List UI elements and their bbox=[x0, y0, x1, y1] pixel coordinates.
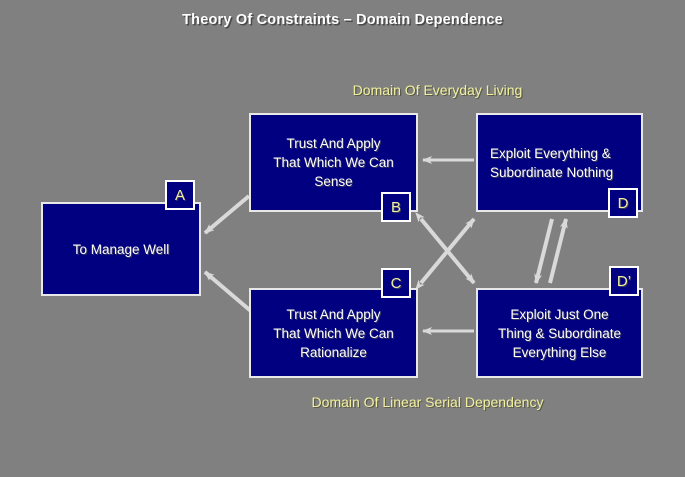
node-c-text: Trust And Apply That Which We Can Ration… bbox=[251, 305, 416, 362]
node-d-line2: Subordinate Nothing bbox=[490, 164, 614, 180]
domain-label-bottom: Domain Of Linear Serial Dependency bbox=[311, 394, 544, 410]
badge-b[interactable]: B bbox=[381, 192, 411, 222]
node-d-line1: Exploit Everything & bbox=[490, 145, 611, 161]
arrow-d-down-to-dprime bbox=[534, 218, 554, 284]
node-c-line3: Rationalize bbox=[300, 344, 367, 360]
node-dprime-line3: Everything Else bbox=[512, 344, 607, 360]
node-b-text: Trust And Apply That Which We Can Sense bbox=[251, 134, 416, 191]
domain-label-top: Domain Of Everyday Living bbox=[352, 82, 523, 98]
arrow-dprime-up-to-d bbox=[548, 218, 568, 284]
arrow-b-to-dprime bbox=[415, 212, 476, 285]
node-b-line3: Sense bbox=[314, 174, 353, 189]
node-c-line1: Trust And Apply bbox=[286, 306, 381, 322]
arrow-c-to-d bbox=[415, 217, 476, 290]
node-exploit-just-one-thing[interactable]: Exploit Just One Thing & Subordinate Eve… bbox=[476, 288, 643, 378]
node-a-line1: To Manage Well bbox=[72, 241, 170, 257]
badge-d-prime[interactable]: D’ bbox=[609, 266, 639, 296]
node-dprime-line1: Exploit Just One bbox=[510, 306, 609, 322]
badge-c[interactable]: C bbox=[381, 268, 411, 298]
node-b-line1: Trust And Apply bbox=[286, 136, 381, 151]
arrow-b-to-a bbox=[203, 194, 251, 235]
node-to-manage-well[interactable]: To Manage Well bbox=[41, 202, 201, 296]
node-dprime-text: Exploit Just One Thing & Subordinate Eve… bbox=[478, 305, 641, 362]
node-a-text: To Manage Well bbox=[43, 240, 199, 259]
badge-a[interactable]: A bbox=[165, 180, 195, 210]
arrow-c-to-a bbox=[203, 270, 254, 314]
page-title: Theory Of Constraints – Domain Dependenc… bbox=[182, 12, 503, 28]
node-dprime-line2: Thing & Subordinate bbox=[497, 325, 622, 341]
node-trust-and-apply-sense[interactable]: Trust And Apply That Which We Can Sense bbox=[249, 113, 418, 212]
node-b-line2: That Which We Can bbox=[273, 155, 394, 170]
badge-d[interactable]: D bbox=[608, 188, 638, 218]
node-trust-and-apply-rationalize[interactable]: Trust And Apply That Which We Can Ration… bbox=[249, 288, 418, 378]
node-d-text: Exploit Everything & Subordinate Nothing bbox=[478, 144, 641, 182]
node-c-line2: That Which We Can bbox=[273, 325, 394, 341]
